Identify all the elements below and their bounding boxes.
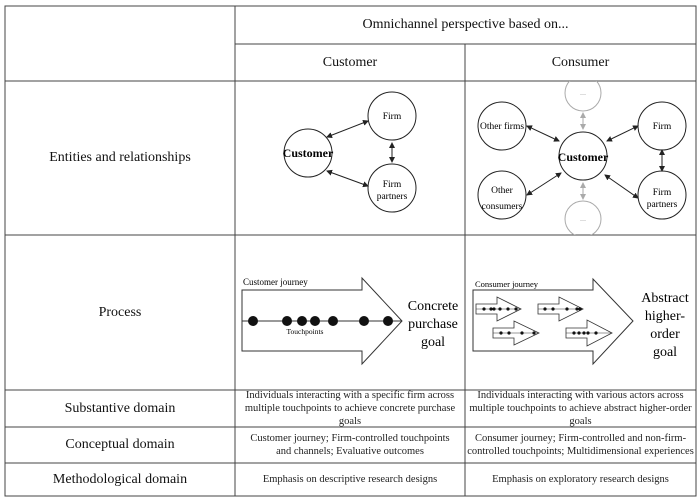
touchpoint-dot — [359, 316, 369, 326]
methodological-consumer: Emphasis on exploratory research designs — [492, 474, 669, 485]
firm-node-label: Firm — [383, 112, 402, 122]
other-consumers-node — [477, 170, 527, 220]
column-header-consumer: Consumer — [551, 54, 610, 70]
faded-node-top-label: ... — [580, 88, 586, 97]
consumer-journey-arrow — [472, 277, 634, 366]
goal-line-4: goal — [653, 345, 677, 360]
customer-journey-label: Customer journey — [243, 277, 308, 287]
customer-node — [283, 128, 333, 178]
customer-journey-arrow — [241, 276, 403, 366]
row-label-process: Process — [98, 304, 142, 320]
firm-partners-line1: Firm — [383, 180, 402, 190]
firm-partners-line2: partners — [377, 192, 408, 202]
row-label-entities: Entities and relationships — [49, 150, 191, 165]
customer-node-label: Customer — [283, 146, 334, 160]
customer-firm-link — [326, 120, 369, 138]
substantive-consumer: Individuals interacting with various act… — [469, 390, 692, 427]
goal-line-3: order — [650, 327, 680, 342]
faded-node-top — [564, 81, 602, 112]
link-firm-partners — [604, 174, 639, 199]
touchpoint-dot — [383, 316, 393, 326]
touchpoint-dot — [310, 316, 320, 326]
firm-label: Firm — [653, 122, 672, 132]
firm-partners-node — [367, 163, 417, 213]
header-span-title: Omnichannel perspective based on... — [362, 17, 569, 32]
goal-line-2: higher- — [645, 309, 685, 324]
goal-line-3: goal — [421, 335, 445, 350]
table-border — [4, 5, 697, 497]
touchpoint-dot — [248, 316, 258, 326]
customer-entities-diagram: Customer Firm Firm partners — [283, 91, 417, 213]
column-header-customer: Customer — [322, 54, 378, 70]
row-label-conceptual: Conceptual domain — [65, 437, 175, 452]
row-label-methodological: Methodological domain — [52, 471, 188, 487]
other-firms-label: Other firms — [480, 121, 524, 132]
methodological-customer: Emphasis on descriptive research designs — [262, 474, 438, 485]
conceptual-consumer: Consumer journey; Firm-controlled and no… — [467, 433, 694, 457]
customer-process-diagram: Customer journey Touchpoints Concrete pu… — [241, 276, 459, 366]
touchpoint-dot — [297, 316, 307, 326]
substantive-customer: Individuals interacting with a specific … — [244, 390, 456, 427]
consumer-center-label: Customer — [558, 150, 609, 164]
sub-journey-arrow — [565, 319, 613, 347]
touchpoints-label: Touchpoints — [287, 327, 324, 336]
touchpoint-dot — [282, 316, 292, 326]
row-label-substantive: Substantive domain — [64, 400, 176, 416]
goal-line-2: purchase — [408, 317, 458, 332]
sub-touchpoint-dots — [482, 307, 598, 335]
link-firm — [606, 125, 639, 142]
touchpoint-dot — [328, 316, 338, 326]
consumer-process-diagram: Consumer journey Abstract higher- order … — [472, 277, 689, 366]
sub-journey-arrow — [537, 296, 584, 322]
consumer-journey-label: Consumer journey — [475, 279, 539, 289]
customer-partners-link — [326, 169, 369, 188]
conceptual-customer: Customer journey; Firm-controlled touchp… — [250, 433, 450, 457]
link-other-firms — [526, 125, 560, 142]
faded-node-bottom — [564, 200, 602, 235]
other-firms-node — [477, 101, 527, 151]
sub-journey-arrow — [492, 320, 540, 346]
sub-journey-arrow — [475, 296, 522, 322]
firm-node — [367, 91, 417, 141]
goal-line-1: Concrete — [408, 299, 459, 314]
link-other-consumers — [526, 172, 562, 196]
goal-line-1: Abstract — [641, 291, 689, 306]
firm-partners-node-label: Firm partners — [377, 180, 408, 202]
consumer-center-node — [558, 131, 608, 181]
touchpoint-dots — [248, 316, 393, 326]
faded-node-bottom-label: ... — [580, 214, 586, 223]
